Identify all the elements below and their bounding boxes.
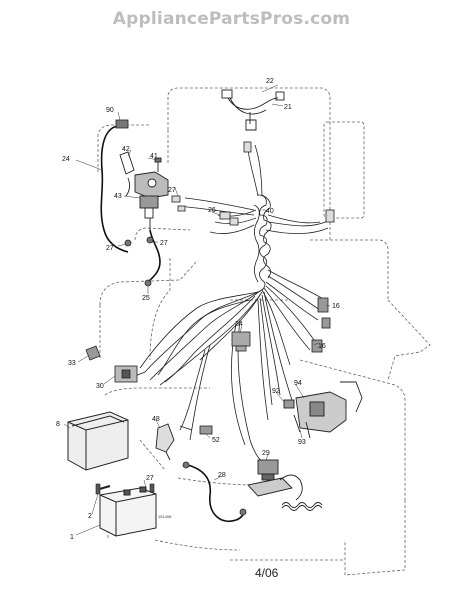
tractor-frame-outline [97, 87, 431, 576]
callout-29: 29 [262, 450, 270, 457]
switch-94 [283, 381, 363, 439]
callout-16-upper: 16 [332, 303, 340, 310]
reference-code: 151408 [158, 514, 172, 519]
callout-1: 1 [70, 534, 74, 541]
callout-8: 8 [56, 421, 60, 428]
fuse-48 [155, 423, 175, 461]
callout-25: 25 [142, 295, 150, 302]
callout-27-top: 27 [168, 187, 176, 194]
plug-52 [179, 425, 213, 435]
callout-24: 24 [62, 156, 70, 163]
leader-lines [63, 84, 331, 536]
callout-40: 40 [266, 208, 274, 215]
callout-33: 33 [68, 360, 76, 367]
callout-93: 93 [298, 439, 306, 446]
module-34 [231, 331, 251, 352]
connector-22 [221, 89, 285, 131]
callout-41: 41 [150, 153, 158, 160]
terminal-90 [115, 119, 129, 129]
callout-16-lower: 16 [318, 343, 326, 350]
callout-43: 43 [114, 193, 122, 200]
ground-cable-24 [100, 125, 129, 253]
callout-42: 42 [122, 146, 130, 153]
callout-48: 48 [152, 416, 160, 423]
callout-52: 52 [212, 437, 220, 444]
connectors-top [171, 141, 335, 226]
callout-26: 26 [208, 207, 216, 214]
callout-28: 28 [218, 472, 226, 479]
ignition-switch-43 [119, 151, 169, 230]
callout-2: 2 [88, 513, 92, 520]
callout-27-mid: 27 [160, 240, 168, 247]
connectors-16 [311, 297, 331, 353]
terminal-25 [124, 236, 154, 287]
clip-33 [85, 345, 101, 361]
watermark: AppliancePartsPros.com [112, 9, 351, 29]
page-label: 4/06 [255, 566, 279, 580]
solenoid-29 [247, 459, 323, 511]
callout-27-battery: 27 [146, 475, 154, 482]
callout-labels: 22 21 90 42 41 24 43 27 40 26 27 27 25 1… [56, 78, 340, 541]
callout-94: 94 [294, 380, 302, 387]
rear-wheel-outline [323, 121, 365, 219]
terminals-28 [182, 461, 247, 516]
callout-27-left: 27 [106, 245, 114, 252]
battery-tray-8 [67, 411, 129, 471]
cable-28 [187, 464, 246, 522]
battery-1 [95, 484, 157, 537]
callout-92: 92 [272, 388, 280, 395]
callout-22: 22 [266, 78, 274, 85]
callout-30: 30 [96, 383, 104, 390]
callout-90: 90 [106, 107, 114, 114]
connector-30 [114, 365, 138, 383]
callout-34: 34 [235, 321, 243, 328]
callout-21: 21 [284, 104, 292, 111]
